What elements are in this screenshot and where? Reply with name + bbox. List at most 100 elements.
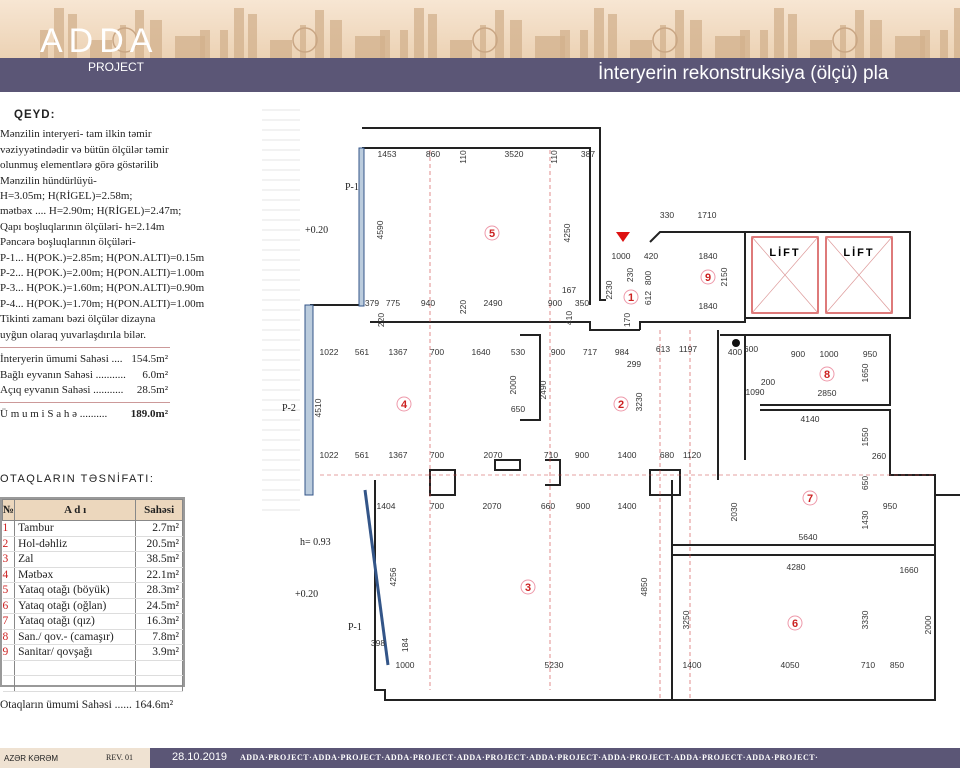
dimension-label: 600	[744, 344, 758, 354]
room-area: 16.3m²	[135, 613, 183, 630]
dimension-label: 350	[575, 298, 589, 308]
dimension-label: 4590	[375, 220, 385, 239]
note-line: Pəncərə boşluqlarının ölçüləri-	[0, 236, 136, 249]
dimension-label: 1000	[820, 349, 839, 359]
room-area: 24.5m²	[135, 598, 183, 614]
dimension-label: 680	[660, 450, 674, 460]
room-marker	[700, 269, 716, 285]
area-line: Açıq eyvanın Sahəsi ...........28.5m²	[0, 383, 168, 398]
dimension-label: 1650	[860, 363, 870, 382]
note-line: P-1... H(POK.)=2.85m; H(PON.ALTI)=0.15m	[0, 251, 205, 264]
room-no: 6	[2, 598, 16, 614]
wall	[362, 147, 591, 305]
dimension-label: 1400	[618, 501, 637, 511]
room-name: Zal	[14, 551, 137, 568]
plan-label: P-1	[345, 182, 359, 193]
dimension-label: 700	[430, 450, 444, 460]
area-value: 6.0m²	[142, 368, 168, 381]
note-line: P-4... H(POK.)=1.70m; H(PON.ALTI)=1.00m	[0, 297, 205, 310]
notes-heading: QEYD:	[14, 109, 56, 121]
col-no: №	[1, 499, 16, 521]
dimension-label: 1550	[860, 427, 870, 446]
dimension-label: 4140	[801, 414, 820, 424]
wall	[745, 231, 911, 319]
rooms-total-area: Otaqların ümumi Sahəsi ...... 164.6m²	[0, 699, 174, 711]
total-area-value: 189.0m²	[130, 408, 168, 421]
room-marker	[623, 289, 639, 305]
dimension-label: 940	[421, 298, 435, 308]
dimension-label: 1840	[699, 251, 718, 261]
dimension-label: 1090	[746, 387, 765, 397]
room-marker	[802, 490, 818, 506]
divider	[0, 347, 170, 349]
riser-icon	[732, 339, 740, 347]
wall	[374, 480, 936, 701]
dimension-label: 260	[872, 451, 886, 461]
dimension-label: 220	[376, 313, 386, 327]
col-name: A d ı	[14, 499, 137, 521]
window-p2	[304, 304, 314, 496]
dimension-label: 200	[761, 377, 775, 387]
plan-label: +0.20	[305, 225, 328, 236]
room-number: 8	[824, 369, 830, 381]
dimension-label: 950	[883, 501, 897, 511]
dimension-label: 800	[643, 271, 653, 285]
dimension-label: 2230	[604, 280, 614, 299]
area-value: 28.5m²	[136, 383, 168, 396]
dimension-label: 900	[551, 347, 565, 357]
page-title: İnteryerin rekonstruksiya (ölçü) pla	[598, 63, 889, 84]
room-area: 28.3m²	[135, 582, 183, 599]
room-number: 9	[705, 272, 711, 284]
room-area: 20.5m²	[135, 536, 183, 552]
dimension-label: 110	[458, 150, 468, 164]
total-area: Ü m u m i S a h ə ..........189.0m²	[0, 407, 168, 422]
dimension-label: 3330	[860, 610, 870, 629]
dimension-label: 1367	[389, 450, 408, 460]
dimension-label: 850	[890, 660, 904, 670]
dimension-label: 710	[544, 450, 558, 460]
skyline-illustration	[40, 8, 960, 58]
dimension-label: 2150	[719, 267, 729, 286]
dimension-label: 2490	[538, 380, 548, 399]
author: AZƏR KƏRƏM	[4, 754, 59, 763]
dimension-label: 2000	[508, 375, 518, 394]
room-no: 5	[2, 582, 16, 599]
dimension-label: 900	[575, 450, 589, 460]
wall	[649, 469, 681, 496]
col-area: Sahəsi	[135, 499, 183, 521]
area-line: İnteryerin ümumi Sahəsi ....154.5m²	[0, 352, 168, 367]
room-number: 1	[628, 292, 634, 304]
window-p1-lower	[363, 489, 390, 666]
dimension-label: 299	[627, 359, 641, 369]
dimension-label: 2070	[483, 501, 502, 511]
dimension-label: 660	[541, 501, 555, 511]
dimension-label: 230	[625, 268, 635, 282]
room-number: 6	[792, 618, 798, 630]
dimension-label: 400	[728, 347, 742, 357]
wall	[362, 127, 606, 301]
room-area: 38.5m²	[135, 551, 183, 568]
dimension-label: 650	[860, 476, 870, 490]
footer-info: AZƏR KƏRƏM REV. 01	[0, 748, 150, 768]
dimension-label: 1367	[389, 347, 408, 357]
area-label: Bağlı eyvanın Sahəsi ...........	[0, 368, 126, 381]
dimension-label: 1022	[320, 347, 339, 357]
plan-label: h= 0.93	[300, 537, 331, 548]
note-line: mətbəx .... H=2.90m; H(RİGEL)=2.47m;	[0, 205, 182, 218]
wall	[494, 459, 521, 471]
note-line: H=3.05m; H(RİGEL)=2.58m;	[0, 190, 133, 203]
footer-watermark: ADDA·PROJECT·ADDA·PROJECT·ADDA·PROJECT·A…	[240, 753, 819, 762]
room-name: Tambur	[14, 520, 137, 537]
dimension-label: 700	[430, 347, 444, 357]
dimension-label: 775	[386, 298, 400, 308]
plan-label: P-2	[282, 403, 296, 414]
dimension-label: 1840	[699, 301, 718, 311]
dimension-label: 561	[355, 450, 369, 460]
dimension-label: 398	[371, 638, 385, 648]
dimension-label: 1120	[683, 450, 702, 460]
